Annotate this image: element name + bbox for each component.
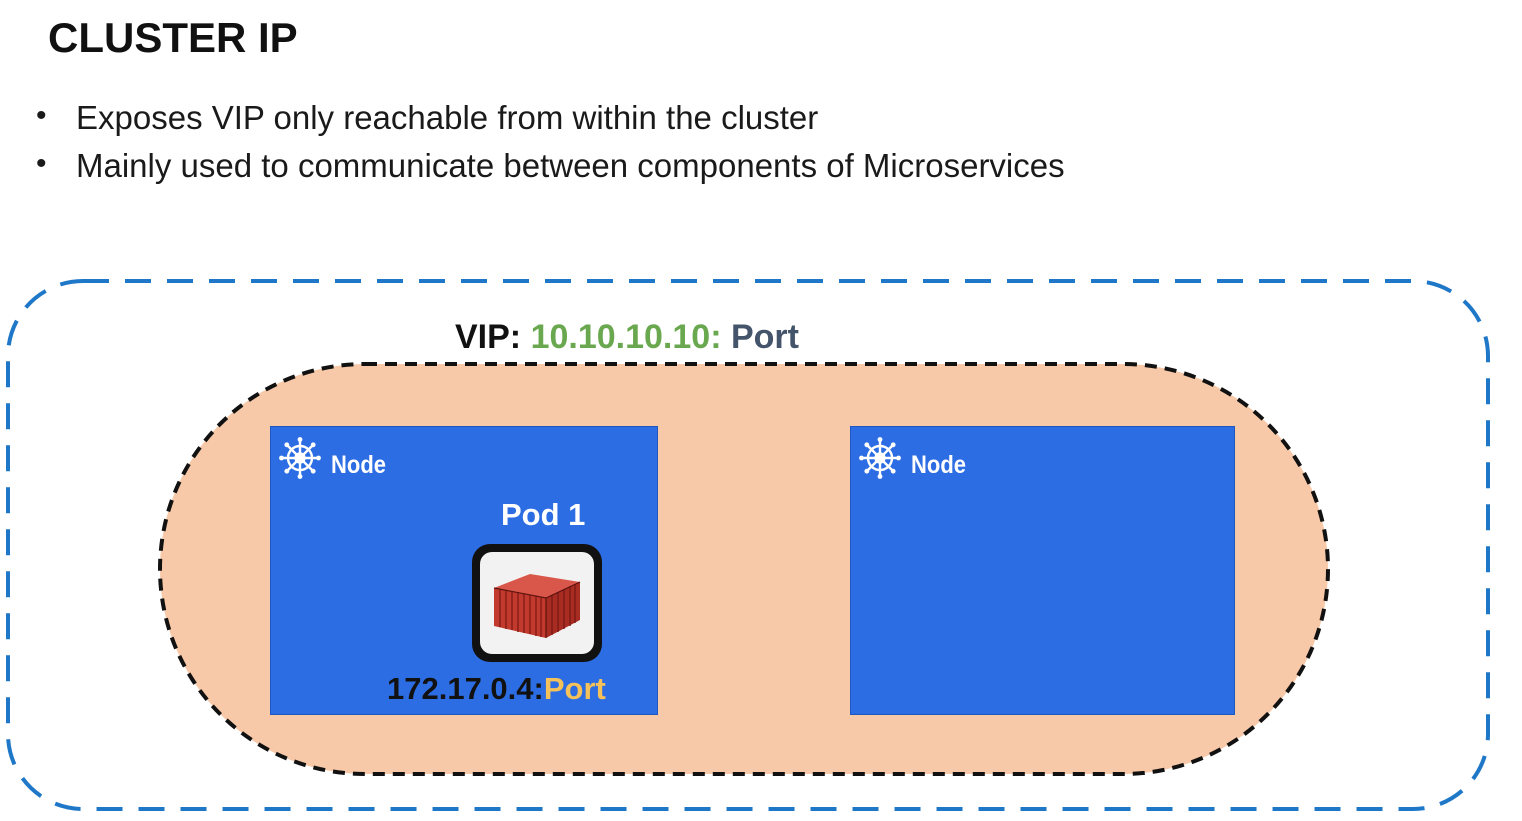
kubernetes-helm-icon — [859, 437, 901, 479]
bullet-dot: • — [36, 99, 47, 132]
pod-card-inner — [480, 552, 594, 654]
node-label: Node — [911, 451, 966, 479]
kubernetes-helm-icon — [279, 437, 321, 479]
bullet-item: • Mainly used to communicate between com… — [36, 144, 1065, 192]
pod-ip-address: 172.17.0.4: — [387, 671, 544, 706]
pod-label: Pod 1 — [501, 497, 586, 532]
slide-title: CLUSTER IP — [48, 14, 298, 61]
bullet-text: Exposes VIP only reachable from within t… — [76, 99, 819, 136]
node-box-left: Node Pod 1 — [270, 426, 658, 715]
vip-prefix: VIP: — [455, 318, 522, 356]
vip-label: VIP: 10.10.10.10: Port — [455, 317, 799, 357]
shipping-container-icon — [493, 574, 581, 638]
node-box-right: Node — [850, 426, 1235, 715]
pod-card — [472, 544, 602, 662]
bullet-item: • Exposes VIP only reachable from within… — [36, 96, 1065, 144]
bullet-dot: • — [36, 147, 47, 180]
node-label: Node — [331, 451, 386, 479]
vip-port: Port — [730, 318, 799, 356]
bullet-list: • Exposes VIP only reachable from within… — [36, 96, 1065, 192]
pod-ip-port: Port — [543, 671, 606, 706]
pod-ip: 172.17.0.4:Port — [387, 671, 606, 707]
bullet-text: Mainly used to communicate between compo… — [76, 147, 1065, 184]
cluster-boundary — [6, 279, 1490, 811]
vip-address: 10.10.10.10: — [530, 318, 722, 356]
